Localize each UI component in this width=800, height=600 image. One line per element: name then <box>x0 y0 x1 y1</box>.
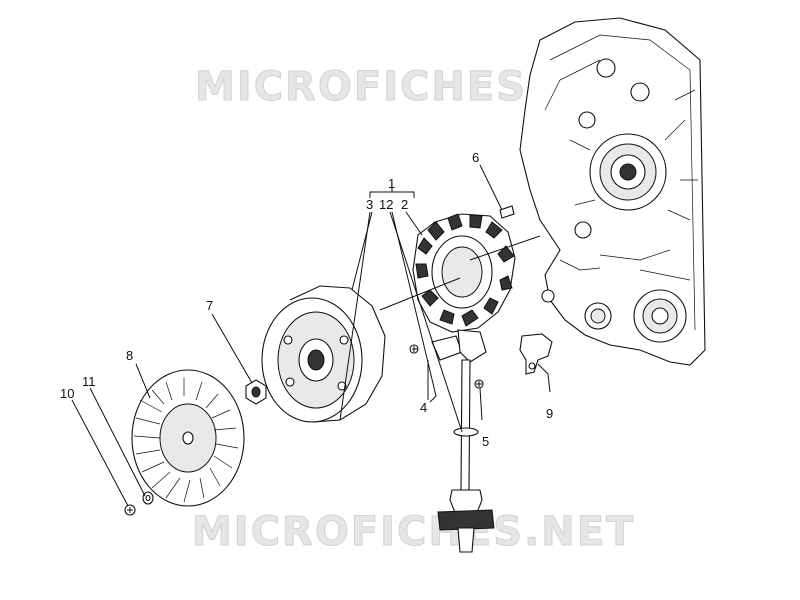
part-8-cooling-fan <box>131 369 245 507</box>
callout-4: 4 <box>420 400 427 415</box>
callout-6: 6 <box>472 150 479 165</box>
callout-9: 9 <box>546 406 553 421</box>
pickup-and-wiring-harness <box>409 329 495 553</box>
engine-crankcase <box>519 17 706 366</box>
watermark-bottom: MICROFICHES.NET <box>192 509 635 555</box>
callout-12: 12 <box>379 197 393 212</box>
part-9-bracket <box>519 333 553 375</box>
callout-7: 7 <box>206 298 213 313</box>
callout-2: 2 <box>401 197 408 212</box>
callout-8: 8 <box>126 348 133 363</box>
part-3-flywheel-rotor <box>261 285 386 423</box>
callout-1: 1 <box>388 176 395 191</box>
callout-11: 11 <box>82 374 96 389</box>
part-2-stator <box>412 213 516 333</box>
callout-3: 3 <box>366 197 373 212</box>
part-7-nut <box>245 379 267 405</box>
callout-5: 5 <box>482 434 489 449</box>
part-11-washer <box>142 491 154 505</box>
callout-10: 10 <box>60 386 74 401</box>
part-10-screw <box>124 504 136 516</box>
leader-lines <box>71 164 551 507</box>
part-6-woodruff-key <box>499 205 515 219</box>
